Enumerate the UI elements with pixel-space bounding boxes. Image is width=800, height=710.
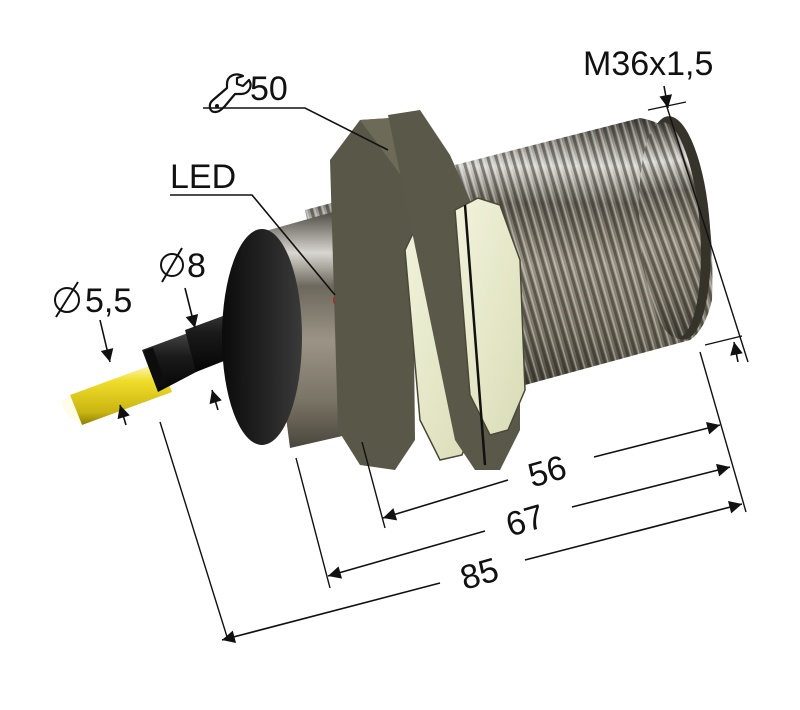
dimension-85: 85 (221, 501, 743, 643)
extension-lines (159, 351, 747, 641)
boot-diameter-callout: 8 (160, 247, 222, 411)
thread-callout: M36x1,5 (583, 45, 749, 363)
wrench-size-value: 50 (250, 70, 288, 108)
cable-diameter-callout: 5,5 (54, 281, 132, 426)
thread-designation: M36x1,5 (583, 45, 713, 83)
diameter-symbol (54, 281, 80, 318)
hex-nut-front (388, 110, 526, 470)
wrench-size-callout: 50 (203, 70, 389, 151)
end-cap (222, 229, 302, 445)
dim-total-length: 85 (456, 551, 503, 598)
cable (61, 362, 172, 425)
diameter-symbol (160, 247, 184, 283)
dim-body-length: 67 (502, 498, 549, 545)
led-callout: LED (170, 158, 336, 296)
boot-diameter-value: 8 (187, 247, 206, 285)
wrench-icon (208, 73, 252, 114)
led-label: LED (170, 158, 236, 196)
cable-diameter-value: 5,5 (85, 282, 132, 320)
dim-threaded-length: 56 (524, 448, 571, 495)
